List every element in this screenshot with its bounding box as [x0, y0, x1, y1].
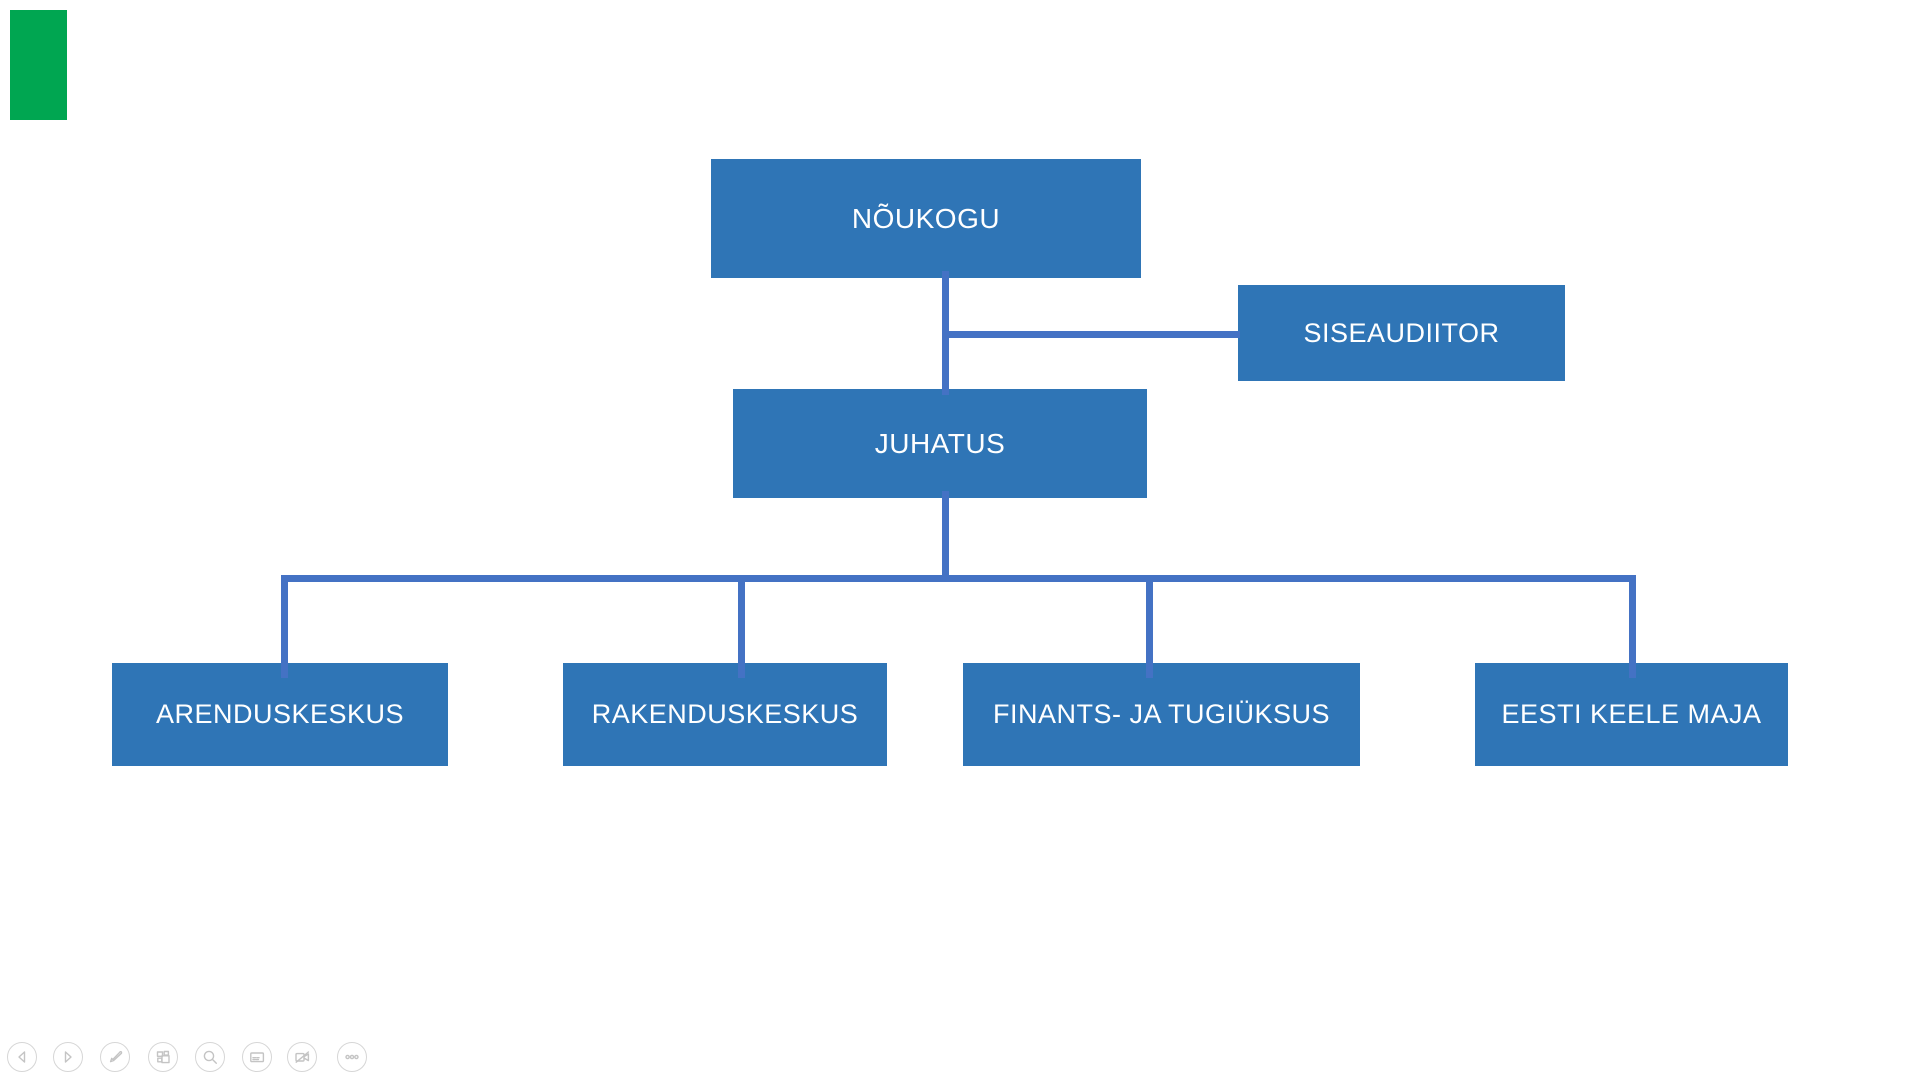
org-node-label: NÕUKOGU	[851, 202, 1001, 234]
zoom-button[interactable]	[195, 1042, 225, 1072]
connector-bus	[281, 575, 1636, 582]
org-node-arenduskeskus: ARENDUSKESKUS	[112, 663, 448, 766]
org-node-noukogu: NÕUKOGU	[711, 159, 1141, 278]
connector-drop-eesti	[1629, 575, 1636, 678]
see-all-slides-icon	[151, 1045, 175, 1069]
org-node-eesti-keele-maja: EESTI KEELE MAJA	[1475, 663, 1788, 766]
connector-drop-finants	[1146, 575, 1153, 678]
green-marker	[10, 10, 67, 120]
see-all-slides-button[interactable]	[148, 1042, 178, 1072]
pen-tools-button[interactable]	[100, 1042, 130, 1072]
next-slide-icon	[56, 1045, 80, 1069]
org-node-rakenduskeskus: RAKENDUSKESKUS	[563, 663, 887, 766]
connector-drop-rakenduskeskus	[738, 575, 745, 678]
org-node-label: RAKENDUSKESKUS	[591, 699, 859, 729]
next-slide-button[interactable]	[53, 1042, 83, 1072]
org-node-label: JUHATUS	[874, 427, 1006, 459]
subtitles-button[interactable]	[242, 1042, 272, 1072]
org-node-finants-ja-tugiuksus: FINANTS- JA TUGIÜKSUS	[963, 663, 1360, 766]
org-node-label: SISEAUDIITOR	[1303, 317, 1500, 348]
more-options-button[interactable]	[337, 1042, 367, 1072]
org-node-juhatus: JUHATUS	[733, 389, 1147, 498]
connector-drop-arenduskeskus	[281, 575, 288, 678]
org-node-label: ARENDUSKESKUS	[155, 699, 405, 729]
connector-noukogu-siseaudiitor	[942, 331, 1240, 338]
connector-juhatus-bus	[942, 491, 949, 582]
pen-icon	[103, 1045, 127, 1069]
previous-slide-button[interactable]	[7, 1042, 37, 1072]
subtitles-icon	[245, 1045, 269, 1069]
previous-slide-icon	[10, 1045, 34, 1069]
camera-off-icon	[290, 1045, 314, 1069]
org-node-label: FINANTS- JA TUGIÜKSUS	[992, 699, 1331, 729]
presenter-toolbar	[0, 1042, 380, 1072]
org-node-label: EESTI KEELE MAJA	[1501, 699, 1762, 729]
camera-toggle-button[interactable]	[287, 1042, 317, 1072]
org-node-siseaudiitor: SISEAUDIITOR	[1238, 285, 1565, 381]
more-options-icon	[340, 1045, 364, 1069]
zoom-icon	[198, 1045, 222, 1069]
